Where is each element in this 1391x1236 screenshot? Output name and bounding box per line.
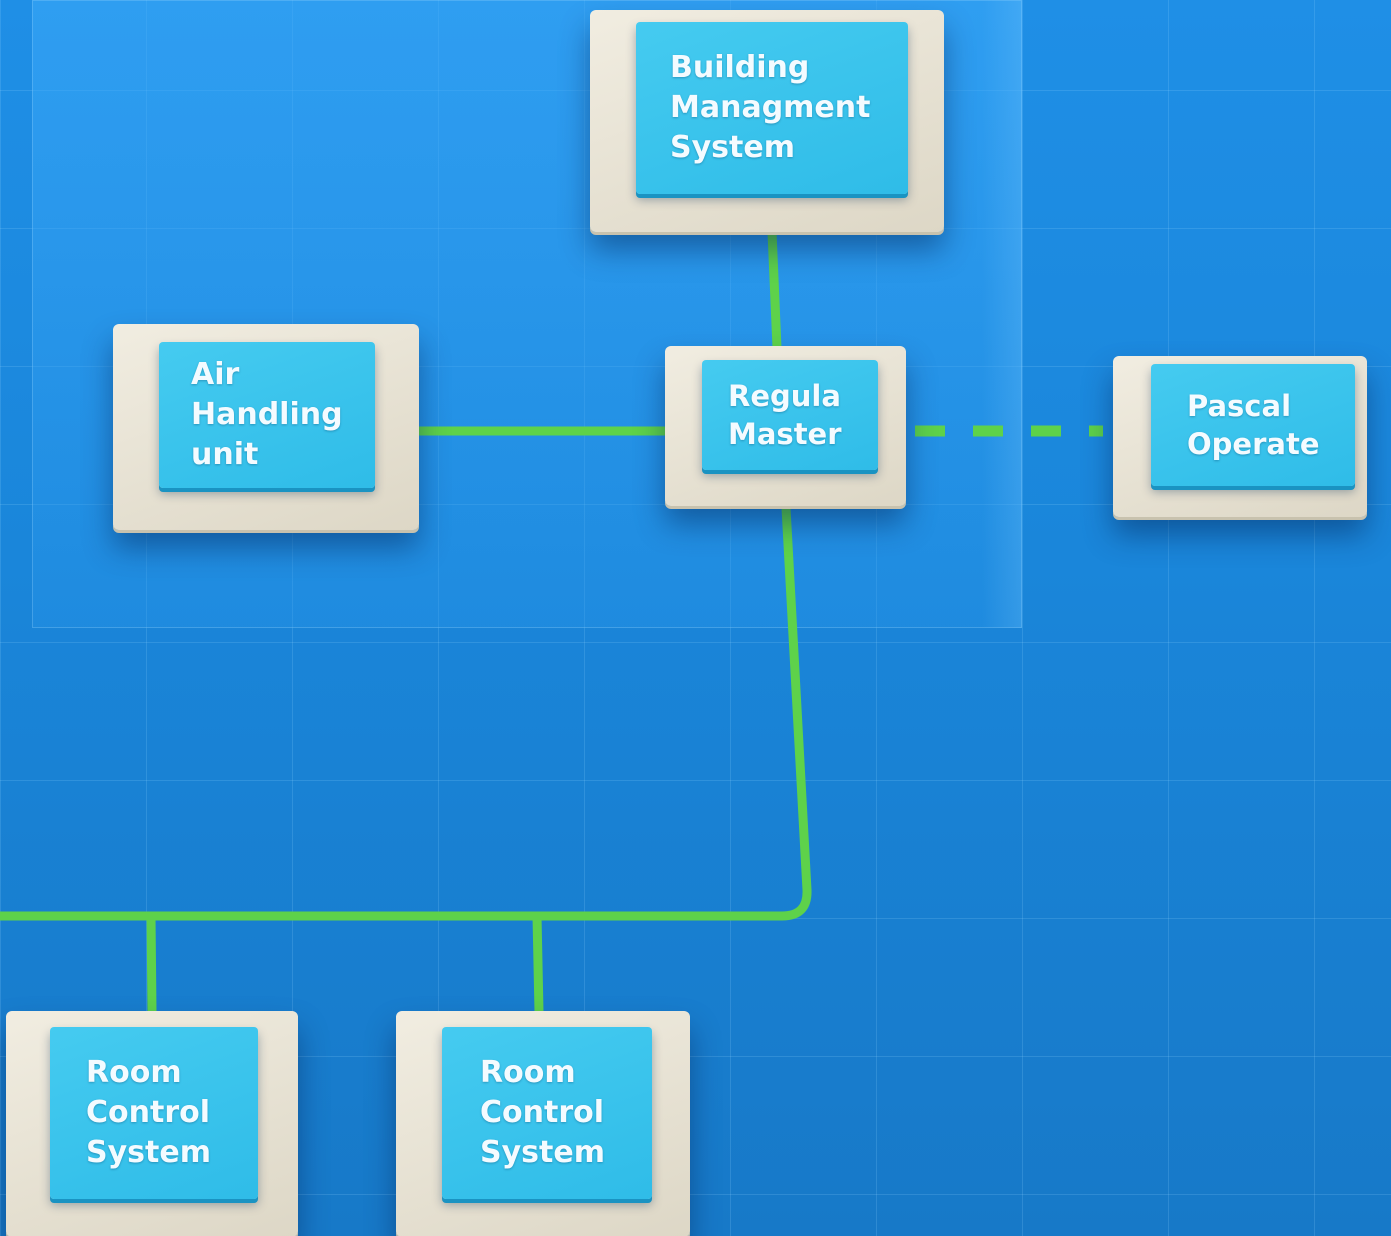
room-control-system-label-2: Room Control System xyxy=(480,1055,605,1170)
pascal-operate-label: Pascal Operate xyxy=(1187,389,1320,461)
link-bus-room1 xyxy=(146,911,157,1017)
pascal-operate-face: Pascal Operate xyxy=(1151,364,1355,486)
regula-master-label: Regula Master xyxy=(728,379,842,451)
room-control-system-label-1: Room Control System xyxy=(86,1055,211,1170)
regula-master-face: Regula Master xyxy=(702,360,878,470)
link-regula-bus xyxy=(0,503,812,921)
pascal-operate-module[interactable]: Pascal Operate xyxy=(1113,356,1367,517)
building-management-system-face: Building Managment System xyxy=(636,22,908,194)
room-control-system-module-2[interactable]: Room Control System xyxy=(396,1011,690,1236)
room-control-system-face-1: Room Control System xyxy=(50,1027,258,1199)
link-bms-regula xyxy=(767,227,782,353)
link-bus-room2 xyxy=(532,911,544,1017)
building-management-system-label: Building Managment System xyxy=(670,50,871,165)
room-control-system-module-1[interactable]: Room Control System xyxy=(6,1011,298,1236)
building-management-system-module[interactable]: Building Managment System xyxy=(590,10,944,232)
air-handling-unit-label: Air Handling unit xyxy=(191,357,343,472)
air-handling-unit-module[interactable]: Air Handling unit xyxy=(113,324,419,530)
room-control-system-face-2: Room Control System xyxy=(442,1027,652,1199)
air-handling-unit-face: Air Handling unit xyxy=(159,342,375,488)
regula-master-module[interactable]: Regula Master xyxy=(665,346,906,506)
